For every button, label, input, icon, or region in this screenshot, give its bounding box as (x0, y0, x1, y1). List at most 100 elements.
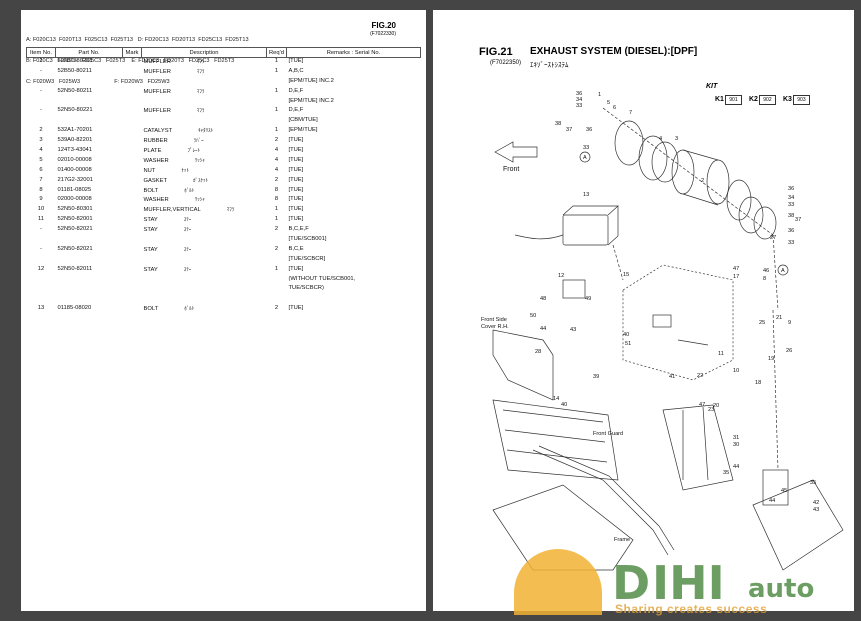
callout-number: 46 (763, 268, 770, 274)
callout-number: 36 (586, 127, 593, 133)
callout-number: 43 (570, 327, 577, 333)
cell-remarks: B,C,E (288, 245, 304, 252)
kit-key: K3 (783, 96, 792, 103)
cell-reqd (267, 117, 287, 127)
controller-box (562, 214, 609, 246)
callout-number: 15 (623, 272, 630, 278)
kit-code-box: 901 (724, 95, 742, 105)
cell-mark (123, 177, 142, 187)
model-line: C: F020W3 F025W3 F: FD20W3 FD25W3 (26, 79, 170, 85)
callout-number: 11 (718, 351, 724, 357)
description-text: STAY (143, 217, 158, 224)
callout-number: 2 (701, 178, 705, 184)
figure-title: EXHAUST SYSTEM (DIESEL):[DPF] (530, 46, 698, 57)
cell-item-no (27, 98, 56, 108)
kit-label: KIT (706, 83, 718, 90)
cell-item-no: 7 (39, 176, 43, 183)
cell-mark (123, 147, 142, 157)
front-side-cover (492, 329, 554, 401)
callout-number: 20 (713, 403, 720, 409)
callout-number: 44 (733, 464, 740, 470)
column-header-part-no: Part No. (55, 47, 123, 58)
column-header-description: Description (141, 47, 267, 58)
cell-reqd (267, 285, 287, 295)
cell-item-no: 12 (37, 265, 45, 272)
callout-number: 48 (540, 296, 547, 302)
cell-description (142, 285, 267, 295)
cell-item-no: - (40, 226, 42, 233)
callout-number: 3 (675, 136, 679, 142)
cell-remarks: [CBM/TUE] (288, 117, 318, 124)
cell-mark (123, 256, 142, 266)
callout-number: 34 (576, 97, 583, 103)
reference-callout-a (777, 264, 789, 276)
model-applicability-list: A: F020C13 F020T13 F025C13 F025T13 D: FD… (26, 23, 249, 100)
cell-item-no (27, 276, 56, 286)
frame (492, 484, 634, 571)
cell-part-no: 52N50-82001 (57, 216, 93, 223)
cell-item-no: 3 (39, 137, 43, 144)
figure-code: (F7022350) (490, 60, 522, 66)
cell-mark (123, 305, 142, 315)
cell-mark (123, 157, 142, 167)
cell-part-no (56, 285, 123, 295)
callout-number: 35 (810, 480, 817, 486)
watermark-slogan: Sharing creates success (615, 602, 768, 616)
callout-number: 38 (788, 213, 795, 219)
cell-remarks (286, 295, 420, 305)
callout-number: 42 (813, 500, 820, 506)
cell-item-no: 1 (39, 58, 43, 64)
description-japanese: ｶﾞｽｹｯﾄ (193, 177, 209, 184)
callout-number: 36 (788, 228, 795, 234)
callout-number: 40 (561, 402, 568, 408)
cell-part-no: 01185-08020 (57, 305, 92, 312)
callout-number: 38 (555, 121, 562, 127)
cell-part-no: 52N50-82021 (57, 226, 93, 233)
description-japanese: ﾜｯｼｬ (194, 157, 205, 164)
cell-reqd: 1 (274, 206, 279, 213)
cell-remarks: [TUE] (288, 196, 304, 203)
cell-part-no: 532A1-70201 (57, 127, 93, 134)
cell-item-no: 9 (39, 196, 43, 203)
model-line: A: F020C13 F020T13 F025C13 F025T13 D: FD… (26, 37, 249, 43)
callout-number: 27 (770, 235, 777, 241)
description-text: MUFFLER,VERTICAL (143, 207, 201, 214)
cell-mark (123, 58, 142, 68)
cell-remarks: [TUE] (288, 216, 304, 223)
cell-remarks: (WITHOUT TUE/SCB001, (288, 275, 356, 282)
cell-reqd: 1 (274, 58, 279, 64)
cell-part-no (56, 78, 123, 88)
description-text: WASHER (143, 157, 169, 164)
cell-part-no: 52N50-80301 (57, 206, 93, 213)
description-text: BOLT (143, 306, 159, 313)
description-japanese: ｽﾃｰ (183, 217, 192, 224)
cell-reqd (267, 295, 287, 305)
cell-mark (123, 266, 142, 276)
cell-remarks: [TUE] (288, 156, 304, 163)
cell-reqd: 2 (274, 137, 279, 144)
callout-number: 21 (776, 315, 783, 321)
callout-number: 40 (623, 332, 630, 338)
cell-description (142, 295, 267, 305)
cell-remarks: [TUE/SCB001] (288, 236, 327, 243)
callout-number: 44 (769, 498, 776, 504)
cell-remarks: [TUE] (288, 176, 304, 183)
cell-part-no (56, 117, 123, 127)
callout-number: 4 (659, 136, 663, 142)
callout-number: 23 (708, 407, 715, 413)
description-japanese: ﾏﾌﾗ (196, 59, 205, 65)
cell-reqd: 4 (274, 147, 279, 154)
